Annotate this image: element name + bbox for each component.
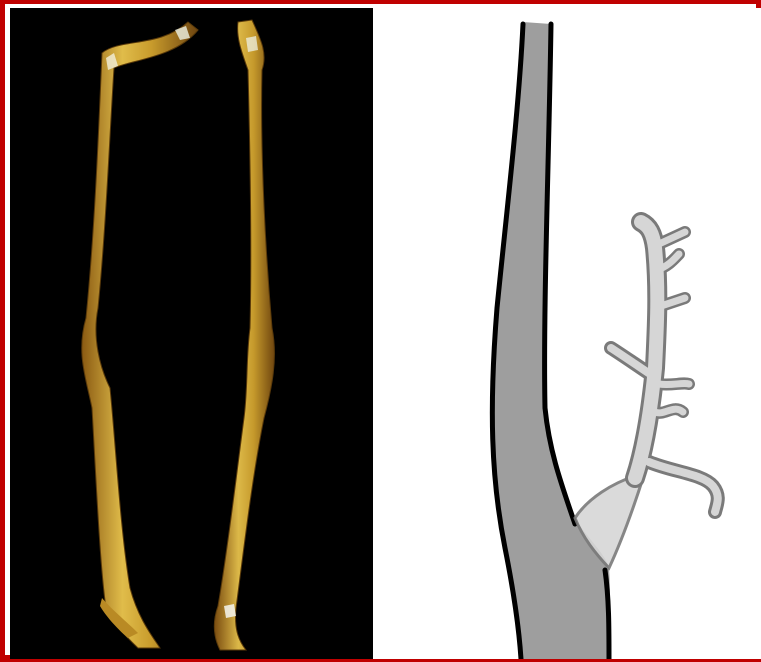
- vessel-render-svg: [10, 8, 373, 659]
- left-vessel: [82, 22, 198, 648]
- vein-schematic-svg: [373, 8, 761, 659]
- branch-vessel: [611, 222, 718, 512]
- angiogram-3d-render: [10, 8, 373, 659]
- right-vessel-top-highlight: [246, 36, 258, 52]
- right-vessel: [214, 20, 274, 650]
- vein-schematic: [373, 8, 761, 659]
- right-vessel-bottom-highlight: [224, 604, 236, 618]
